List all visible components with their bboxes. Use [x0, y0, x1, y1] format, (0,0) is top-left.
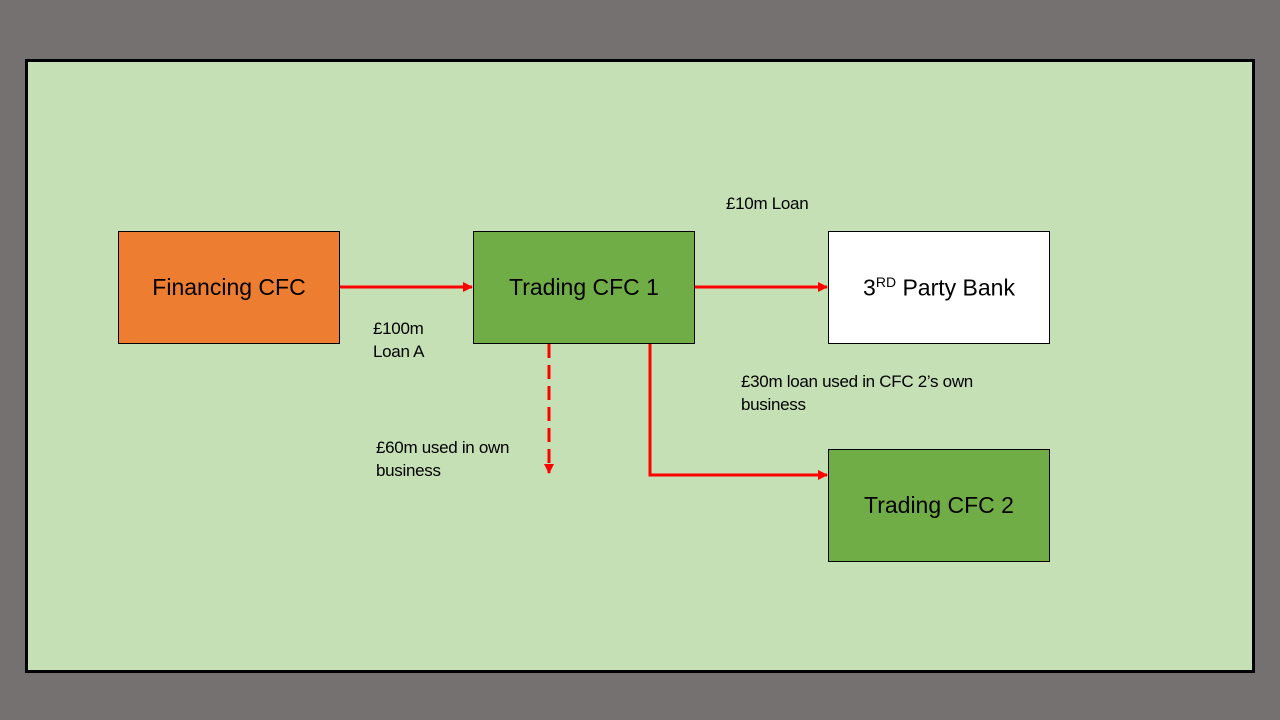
own-60m-line2: business	[376, 461, 441, 480]
trading-cfc-2-label: Trading CFC 2	[864, 492, 1014, 518]
own-60m-line1: £60m used in own	[376, 438, 510, 457]
loan-30m-line2: business	[741, 395, 806, 414]
loan-30m-line1: £30m loan used in CFC 2’s own	[741, 372, 973, 391]
bank-rest: Party Bank	[896, 274, 1015, 301]
loan-a-name: Loan A	[373, 342, 425, 361]
slide	[25, 59, 1255, 673]
arrow-trading1-to-trading2	[648, 344, 828, 480]
trading-cfc-2-box: Trading CFC 2	[828, 449, 1050, 562]
bank-sup: RD	[875, 273, 897, 290]
loan-a-amount: £100m	[373, 319, 424, 338]
trading-cfc-1-label: Trading CFC 1	[509, 274, 659, 300]
financing-cfc-box: Financing CFC	[118, 231, 340, 344]
loan-10m-label: £10m Loan	[726, 194, 809, 213]
trading-cfc-1-box: Trading CFC 1	[473, 231, 695, 344]
third-party-bank-box: 3RD Party Bank	[828, 231, 1050, 344]
financing-cfc-label: Financing CFC	[152, 274, 306, 300]
bank-num: 3	[863, 274, 876, 301]
third-party-bank-label: 3RD Party Bank	[863, 274, 1015, 302]
